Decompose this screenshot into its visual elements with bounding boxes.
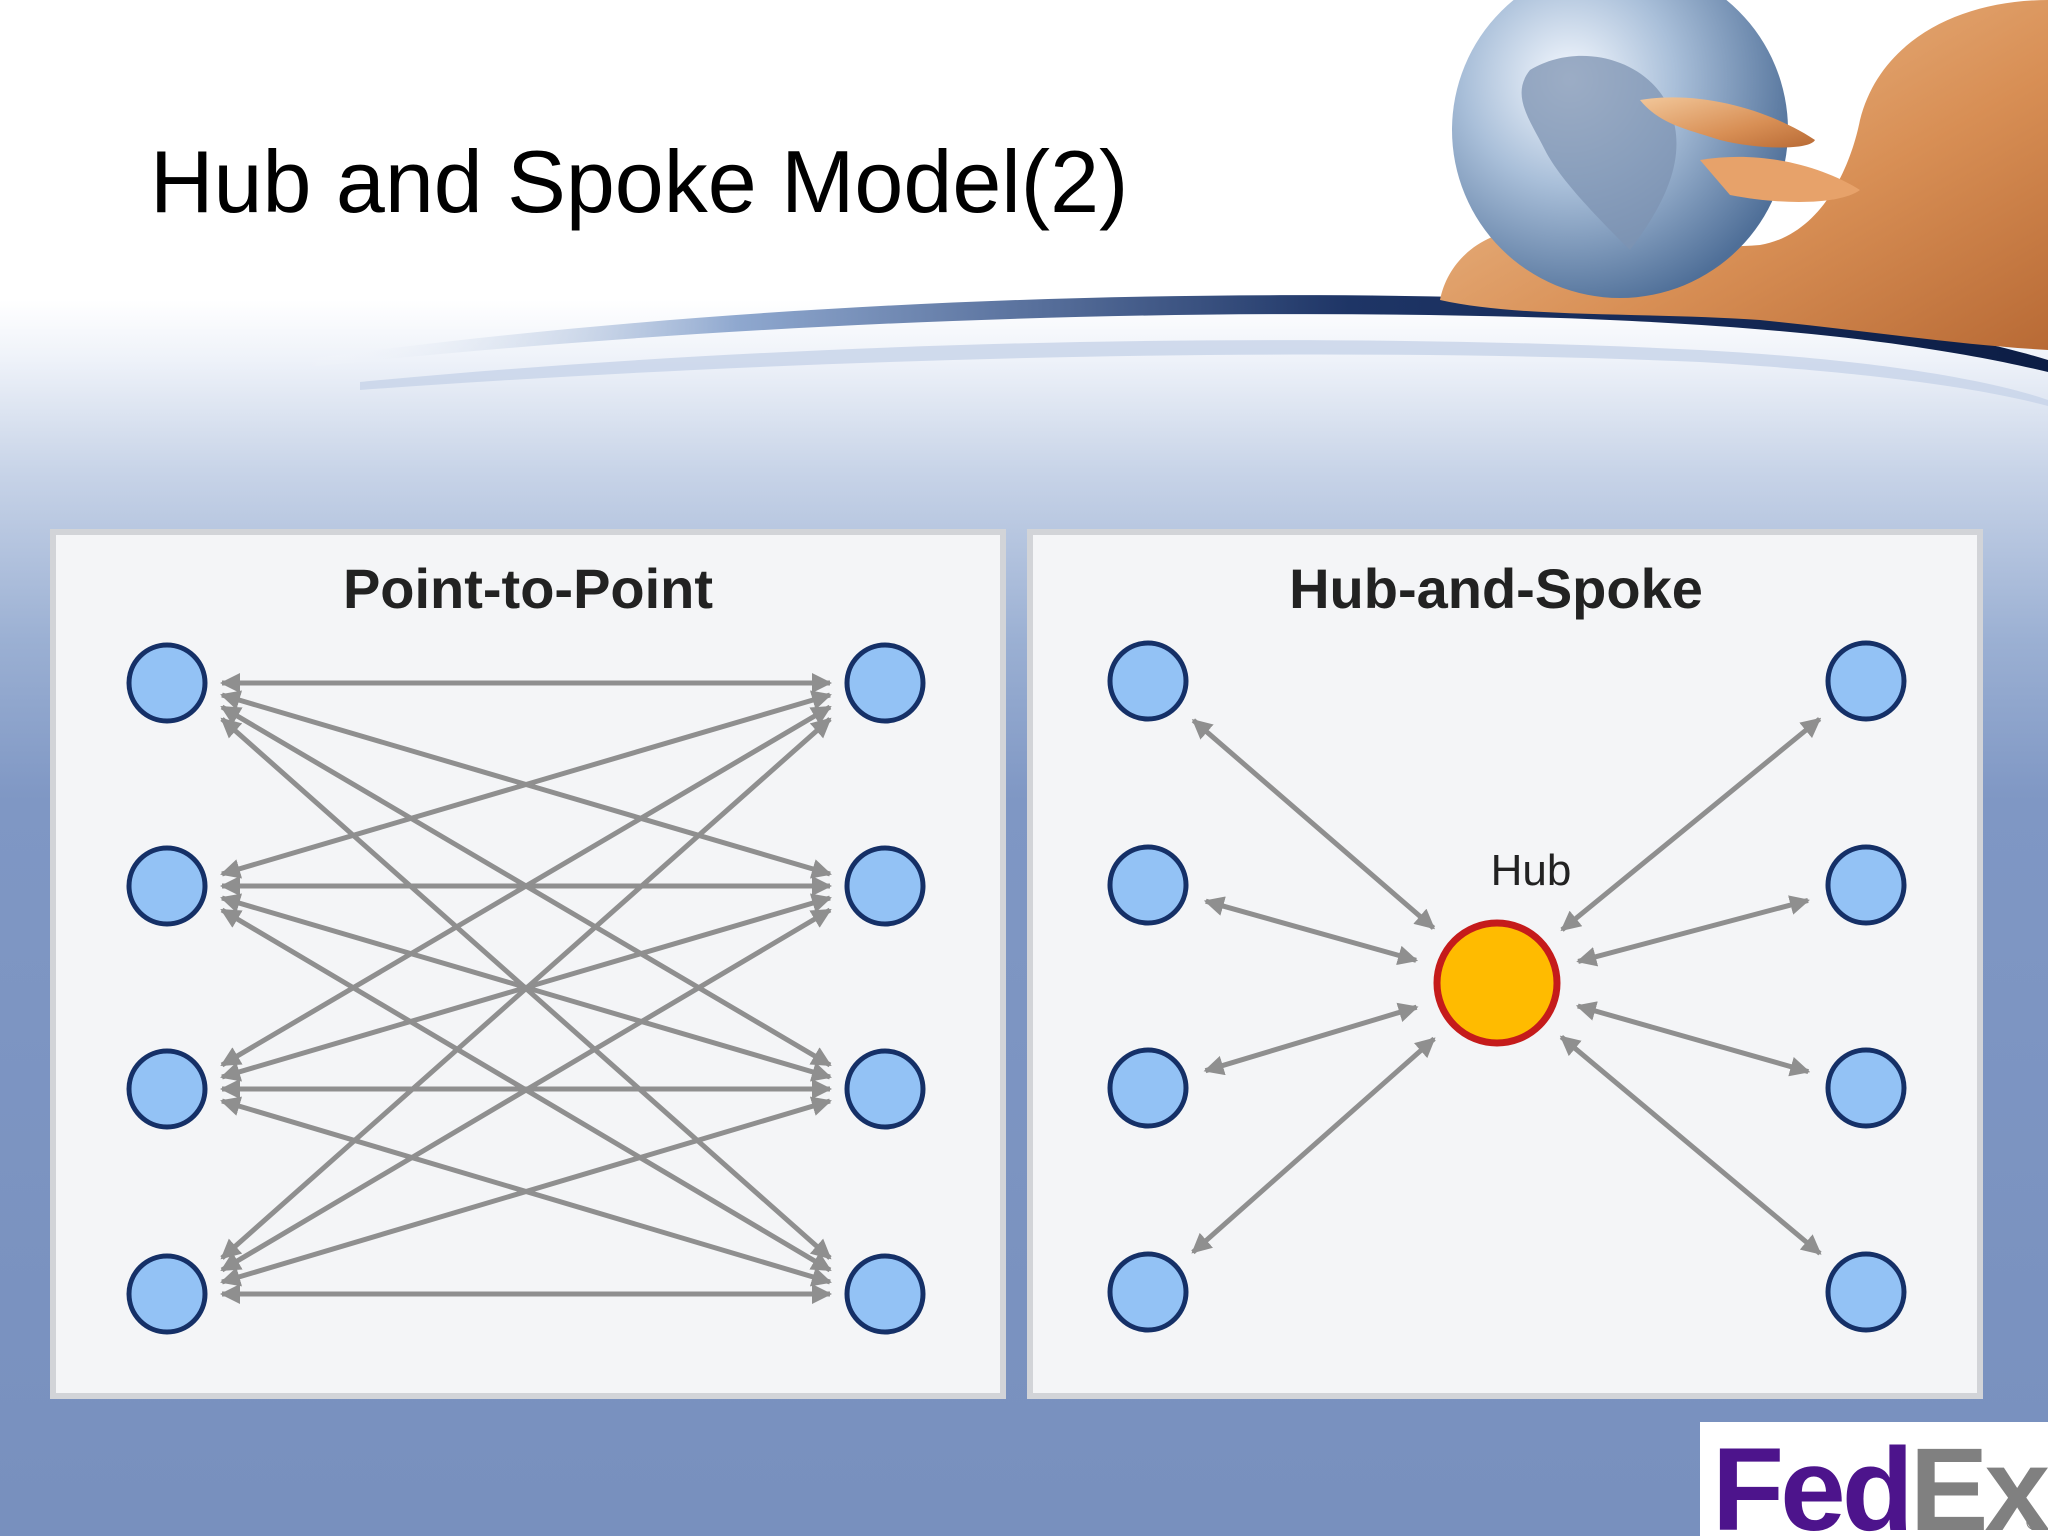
- spoke-node-left: [1107, 1251, 1189, 1333]
- spoke-node-right: [1825, 1047, 1907, 1129]
- hub-label: Hub: [1491, 846, 1572, 895]
- right-node: [844, 1048, 926, 1130]
- logo-registered: ®: [2026, 1510, 2042, 1535]
- spoke-node-right: [1825, 1251, 1907, 1333]
- spoke-arrow: [1191, 718, 1436, 930]
- right-node: [844, 845, 926, 927]
- point-to-point-arrows: [220, 673, 832, 1304]
- spoke-node-left: [1107, 1047, 1189, 1129]
- fedex-logo: FedEx ®: [1700, 1422, 2048, 1536]
- svg-text:FedEx: FedEx: [1712, 1424, 2048, 1536]
- hub-and-spoke-title: Hub-and-Spoke: [1289, 557, 1703, 620]
- point-to-point-title: Point-to-Point: [343, 557, 713, 620]
- spoke-node-left: [1107, 844, 1189, 926]
- slide-title: Hub and Spoke Model(2): [150, 132, 1129, 231]
- hand-globe-image: [1440, 0, 2048, 350]
- left-node: [126, 1048, 208, 1130]
- hub-spoke-nodes: [1107, 640, 1907, 1333]
- left-node: [126, 1253, 208, 1335]
- spoke-arrow: [1203, 896, 1419, 966]
- point-to-point-nodes: [126, 642, 926, 1335]
- spoke-arrow: [1576, 895, 1810, 967]
- p2p-arrow: [220, 1096, 832, 1287]
- left-node: [126, 642, 208, 724]
- hub-spoke-arrows: [1191, 717, 1822, 1256]
- spoke-node-right: [1825, 640, 1907, 722]
- logo-ex: Ex: [1910, 1424, 2048, 1536]
- right-node: [844, 1253, 926, 1335]
- spoke-arrow: [1559, 1034, 1822, 1256]
- spoke-arrow: [1560, 717, 1822, 932]
- right-node: [844, 642, 926, 724]
- spoke-node-right: [1825, 844, 1907, 926]
- spoke-node-left: [1107, 640, 1189, 722]
- spoke-arrow: [1191, 1036, 1436, 1255]
- logo-fed: Fed: [1712, 1424, 1910, 1536]
- hub-node: [1433, 919, 1561, 1047]
- left-node: [126, 845, 208, 927]
